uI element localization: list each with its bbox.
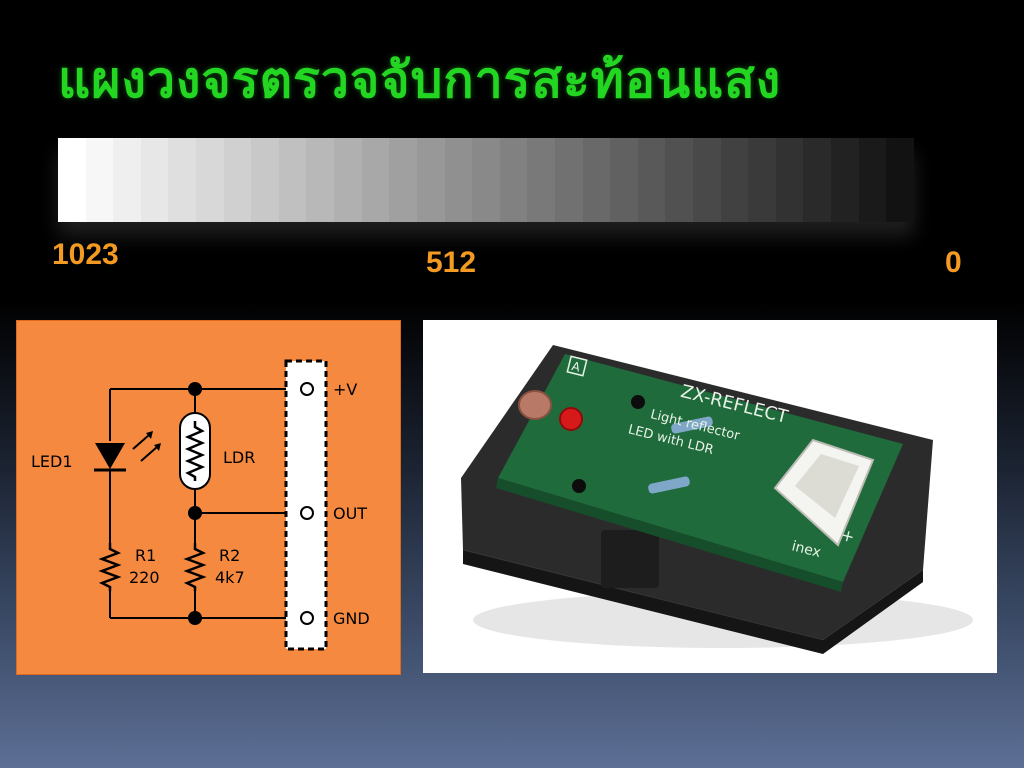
- grayscale-swatch: [693, 138, 721, 222]
- grayscale-swatch: [306, 138, 335, 222]
- jst-connector: [773, 438, 875, 547]
- grayscale-swatch: [720, 138, 749, 222]
- led-symbol: [94, 431, 161, 472]
- grayscale-swatch: [637, 138, 666, 222]
- grayscale-swatch: [140, 138, 169, 222]
- r2-label: R2: [219, 546, 240, 565]
- grayscale-max-label: 1023: [52, 238, 119, 271]
- grayscale-swatch: [223, 138, 252, 222]
- grayscale-swatch: [886, 138, 914, 222]
- grayscale-swatch: [85, 138, 114, 222]
- grayscale-swatch: [251, 138, 279, 222]
- board-plus: +: [839, 525, 857, 547]
- led-component: [559, 407, 583, 431]
- r1-resistor-symbol: [98, 543, 122, 591]
- grayscale-swatch: [361, 138, 390, 222]
- grayscale-swatch: [499, 138, 528, 222]
- grayscale-swatch: [168, 138, 197, 222]
- pin-vplus-terminal: [300, 382, 314, 396]
- grayscale-swatch: [665, 138, 694, 222]
- grayscale-swatch: [58, 138, 86, 222]
- grayscale-swatch: [472, 138, 500, 222]
- r2-value: 4k7: [215, 568, 245, 587]
- grayscale-swatch: [444, 138, 473, 222]
- grayscale-swatch: [748, 138, 776, 222]
- grayscale-swatch: [554, 138, 583, 222]
- grayscale-swatch: [334, 138, 362, 222]
- pin-gnd-label: GND: [333, 609, 370, 628]
- pin-out-label: OUT: [333, 504, 367, 523]
- resistor-2: [648, 476, 690, 494]
- board-photo: ZX-REFLECT Light reflector LED with LDR …: [423, 320, 997, 673]
- ldr-symbol: [179, 412, 211, 490]
- pin-vplus-label: +V: [333, 380, 357, 399]
- grayscale-swatch: [831, 138, 859, 222]
- pin-gnd-terminal: [300, 611, 314, 625]
- ldr-label: LDR: [223, 448, 255, 467]
- grayscale-swatch: [775, 138, 804, 222]
- grayscale-swatch: [858, 138, 887, 222]
- pin-out-terminal: [300, 506, 314, 520]
- grayscale-swatch: [416, 138, 445, 222]
- slide-title: แผงวงจรตรวจจับการสะท้อนแสง: [58, 51, 782, 109]
- grayscale-swatch: [803, 138, 832, 222]
- board-brand: inex: [790, 538, 822, 561]
- r2-resistor-symbol: [183, 543, 207, 591]
- grayscale-min-label: 0: [945, 246, 962, 279]
- grayscale-mid-label: 512: [426, 246, 477, 279]
- connector-strip: [284, 359, 328, 651]
- grayscale-swatch: [278, 138, 307, 222]
- pcb-board: [498, 354, 903, 582]
- grayscale-swatch: [527, 138, 555, 222]
- resistor-1: [671, 416, 713, 434]
- grayscale-swatch: [113, 138, 141, 222]
- grayscale-swatch: [389, 138, 417, 222]
- grayscale-swatch: [196, 138, 224, 222]
- r1-label: R1: [135, 546, 156, 565]
- grayscale-swatch: [610, 138, 638, 222]
- ldr-component: [518, 390, 552, 420]
- board-clip: [601, 530, 659, 588]
- grayscale-swatch: [582, 138, 611, 222]
- circuit-schematic: LED1 LDR R1 220 R2 4k7 +V OUT GND: [16, 320, 401, 675]
- grayscale-bar: [58, 138, 914, 222]
- r1-value: 220: [129, 568, 160, 587]
- led-label: LED1: [31, 452, 73, 471]
